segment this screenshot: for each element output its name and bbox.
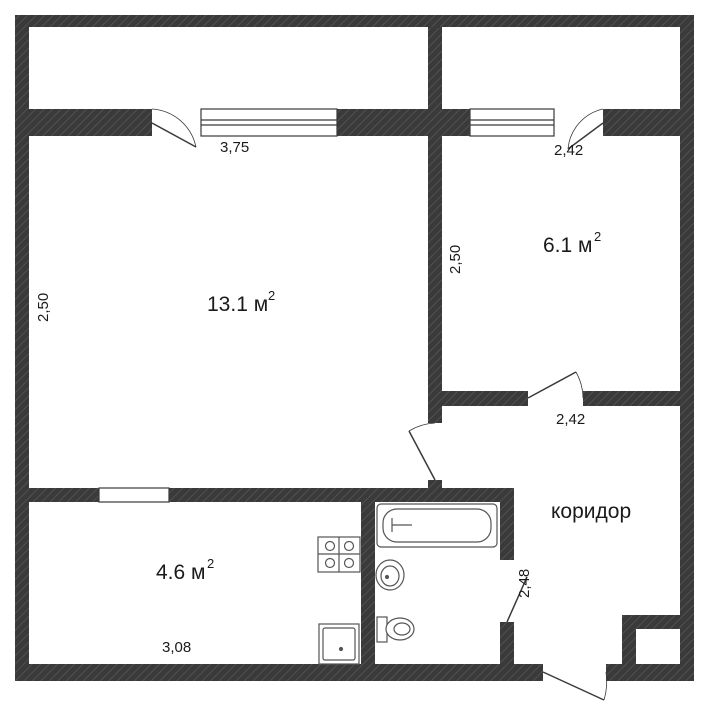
window-small-room (469, 108, 555, 137)
wall-bath-corridor-upper (500, 488, 514, 560)
balcony-top-clear-right (442, 27, 680, 109)
balcony-top-edge (15, 15, 694, 27)
small-room-area-sup: 2 (594, 229, 601, 244)
wall-balcony-right-b (603, 109, 694, 136)
wall-middle-vertical-upper (428, 17, 442, 395)
wall-bath-corridor-lower (500, 622, 514, 664)
door-entrance-leaf (542, 671, 605, 701)
wall-outer-right (680, 17, 694, 681)
doors (151, 108, 608, 701)
door-main-room-leaf (408, 430, 436, 481)
corridor-label: коридор (551, 500, 631, 523)
dim-bath-height: 2,48 (516, 569, 533, 598)
door-small-balcony-leaf (567, 122, 604, 150)
wall-balcony-right-a (442, 109, 470, 136)
window-kitchen (98, 487, 170, 503)
wall-outer-bottom-left (15, 664, 543, 681)
wall-middle-vertical-stub (428, 395, 442, 423)
wall-utility-left (622, 615, 636, 664)
balcony-top-clear (29, 27, 428, 109)
wall-balcony-left-b (337, 109, 442, 136)
wall-smallroom-bottom-b (583, 391, 680, 406)
kitchen-area-sup: 2 (207, 556, 214, 571)
walls (15, 17, 694, 681)
stove-icon (317, 536, 361, 573)
small-room-area: 6.1 м (543, 234, 592, 257)
wall-utility-top (622, 615, 680, 629)
door-small-room-leaf (527, 371, 577, 399)
wall-kitchen-top-b (169, 488, 514, 502)
main-room-area-sup: 2 (268, 288, 275, 303)
dim-main-room-height: 2,50 (35, 293, 52, 322)
wall-kitchen-bath (361, 488, 375, 664)
door-entrance-arc (603, 671, 608, 701)
sink-icon (318, 623, 360, 665)
dim-small-room-width-bottom: 2,42 (556, 411, 585, 428)
washbasin-icon (375, 559, 405, 591)
dim-main-room-width: 3,75 (220, 139, 249, 156)
wall-outer-bottom-right (606, 664, 694, 681)
wall-outer-left (15, 17, 29, 681)
wall-smallroom-bottom-a (442, 391, 528, 406)
dim-small-room-width-top: 2,42 (554, 142, 583, 159)
door-main-room-arc (408, 422, 436, 432)
wall-balcony-left-a (15, 109, 152, 136)
door-main-balcony-arc (151, 108, 197, 148)
bathtub-icon (376, 503, 498, 548)
dim-kitchen-width: 3,08 (162, 639, 191, 656)
windows (98, 108, 555, 503)
main-room-area: 13.1 м (207, 293, 268, 316)
dim-small-room-height: 2,50 (447, 245, 464, 274)
toilet-icon (376, 616, 415, 643)
door-main-balcony-leaf (151, 122, 197, 148)
kitchen-area: 4.6 м (156, 561, 205, 584)
door-bathroom-leaf (506, 576, 528, 623)
door-small-balcony-arc (567, 108, 604, 150)
window-main-room (200, 108, 338, 137)
wall-kitchen-top-a (29, 488, 99, 502)
door-small-room-arc (575, 371, 584, 399)
